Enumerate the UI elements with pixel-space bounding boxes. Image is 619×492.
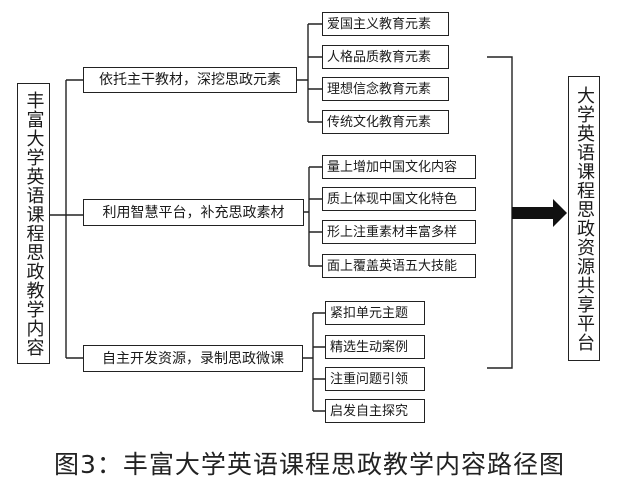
target-box: 大学英语课程思政资源共享平台 [568,76,600,361]
source-box: 丰富大学英语课程思政教学内容 [17,83,50,364]
branch-box-textbook: 依托主干教材，深挖思政元素 [83,67,297,93]
branch-box-micro-lessons: 自主开发资源，录制思政微课 [83,345,303,372]
branch3-to-leaves-connector [303,312,325,412]
branch1-to-leaves-connector [297,23,322,123]
leaf-box: 理想信念教育元素 [322,77,449,101]
leaf-box: 爱国主义教育元素 [322,12,449,36]
branch2-to-leaves-connector [304,166,322,267]
leaf-box: 质上体现中国文化特色 [322,187,476,211]
leaf-box: 面上覆盖英语五大技能 [322,254,476,278]
source-to-branches-connector [50,79,83,359]
leaf-box: 紧扣单元主题 [325,301,425,325]
arrow-icon [512,199,567,227]
leaf-box: 启发自主探究 [325,399,425,423]
leaf-box: 量上增加中国文化内容 [322,155,476,179]
figure-caption: 图3：丰富大学英语课程思政教学内容路径图 [54,450,565,479]
leaf-box: 精选生动案例 [325,335,425,359]
leaf-box: 形上注重素材丰富多样 [322,220,476,244]
merge-bracket [487,56,513,369]
leaf-box: 传统文化教育元素 [322,110,449,134]
leaf-box: 人格品质教育元素 [322,45,449,69]
branch-box-smart-platform: 利用智慧平台，补充思政素材 [83,199,304,226]
leaf-box: 注重问题引领 [325,367,425,391]
